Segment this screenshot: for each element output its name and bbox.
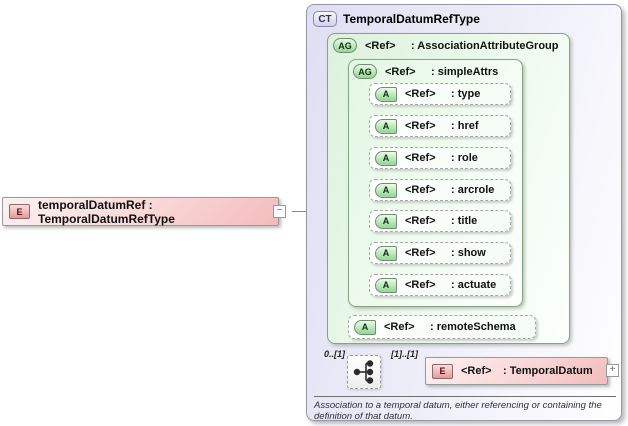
attribute-name-label: : actuate xyxy=(451,279,497,291)
group-simpleattrs[interactable]: AG <Ref> : simpleAttrs A <Ref> : type A … xyxy=(348,59,523,307)
attribute-href[interactable]: A <Ref> : href xyxy=(369,115,511,137)
collapse-toggle[interactable]: − xyxy=(273,205,286,218)
attribute-actuate[interactable]: A <Ref> : actuate xyxy=(369,274,511,296)
attribute-badge: A xyxy=(375,182,397,198)
group-ref-label: <Ref> xyxy=(385,65,416,78)
attribute-arcrole[interactable]: A <Ref> : arcrole xyxy=(369,179,511,201)
attribute-ref-label: <Ref> xyxy=(405,120,436,132)
element-name-label: : TemporalDatum xyxy=(503,365,593,377)
attribute-remoteschema[interactable]: A <Ref> : remoteSchema xyxy=(348,315,536,339)
attribute-name-label: : title xyxy=(451,215,478,227)
attribute-ref-label: <Ref> xyxy=(405,152,436,164)
attribute-type[interactable]: A <Ref> : type xyxy=(369,83,511,105)
cardinality-inner-label: [1]..[1] xyxy=(391,349,418,359)
attribute-name-label: : arcrole xyxy=(451,184,495,196)
attribute-ref-label: <Ref> xyxy=(405,88,436,100)
attribute-role[interactable]: A <Ref> : role xyxy=(369,147,511,169)
attribute-name-label: : href xyxy=(451,120,479,132)
element-temporaldatum[interactable]: E <Ref> : TemporalDatum xyxy=(425,357,608,385)
attribute-name-label: : type xyxy=(451,88,481,100)
attribute-badge: A xyxy=(375,150,397,166)
group-associationattributegroup[interactable]: AG <Ref> : AssociationAttributeGroup AG … xyxy=(327,33,570,344)
group-name-label: : simpleAttrs xyxy=(431,65,499,78)
attribute-title[interactable]: A <Ref> : title xyxy=(369,210,511,232)
element-ref-label: <Ref> xyxy=(461,365,492,377)
attribute-badge: A xyxy=(375,245,397,261)
attribute-ref-label: <Ref> xyxy=(384,321,415,333)
attribute-badge: A xyxy=(354,319,376,335)
sequence-compositor-icon[interactable] xyxy=(347,355,381,389)
attribute-ref-label: <Ref> xyxy=(405,215,436,227)
attribute-badge: A xyxy=(375,277,397,293)
attribute-ref-label: <Ref> xyxy=(405,247,436,259)
element-temporaldatumref[interactable]: E temporalDatumRef : TemporalDatumRefTyp… xyxy=(2,197,279,226)
attribute-show[interactable]: A <Ref> : show xyxy=(369,242,511,264)
group-ref-label: <Ref> xyxy=(365,39,396,52)
attribute-ref-label: <Ref> xyxy=(405,279,436,291)
element-kind-badge: E xyxy=(432,363,453,379)
annotation-text: Association to a temporal datum, either … xyxy=(314,396,616,422)
group-name-label: : AssociationAttributeGroup xyxy=(411,39,559,52)
complextype-temporaldatumreftype[interactable]: CT TemporalDatumRefType AG <Ref> : Assoc… xyxy=(306,4,622,422)
expand-toggle[interactable]: + xyxy=(606,364,619,377)
attribute-ref-label: <Ref> xyxy=(405,184,436,196)
cardinality-outer-label: 0..[1] xyxy=(323,349,345,359)
attribute-badge: A xyxy=(375,213,397,229)
attribute-badge: A xyxy=(375,86,397,102)
attribute-name-label: : show xyxy=(451,247,486,259)
attribute-name-label: : role xyxy=(451,152,478,164)
attributegroup-badge: AG xyxy=(353,64,377,79)
attribute-badge: A xyxy=(375,118,397,134)
complextype-badge: CT xyxy=(313,11,337,27)
complextype-title: TemporalDatumRefType xyxy=(343,12,480,26)
attributegroup-badge: AG xyxy=(333,38,357,53)
element-label: temporalDatumRef : TemporalDatumRefType xyxy=(38,197,175,226)
attribute-name-label: : remoteSchema xyxy=(430,321,516,333)
element-kind-badge: E xyxy=(9,204,30,219)
